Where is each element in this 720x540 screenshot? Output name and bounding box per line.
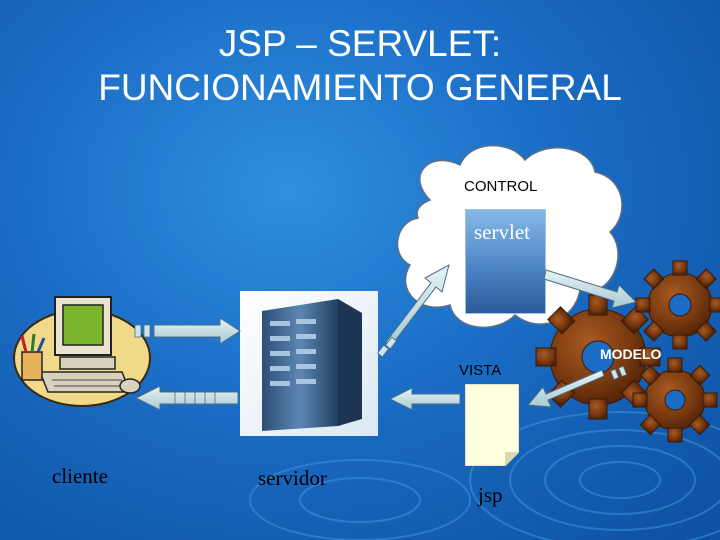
servidor-label: servidor bbox=[258, 466, 327, 490]
title-line-1: JSP – SERVLET: bbox=[218, 23, 502, 64]
arrow-icon bbox=[134, 385, 239, 411]
arrow-icon bbox=[388, 387, 461, 411]
document-icon bbox=[464, 383, 520, 467]
arrow-icon bbox=[376, 264, 450, 358]
arrow-icon bbox=[527, 365, 628, 408]
vista-label: VISTA bbox=[459, 362, 502, 379]
cliente-label: cliente bbox=[52, 464, 108, 488]
title-line-2: FUNCIONAMIENTO GENERAL bbox=[98, 67, 622, 108]
slide-title: JSP – SERVLET: FUNCIONAMIENTO GENERAL bbox=[0, 22, 720, 110]
server-icon bbox=[240, 291, 378, 436]
control-label: CONTROL bbox=[464, 178, 538, 195]
arrow-icon bbox=[543, 269, 637, 309]
servlet-label: servlet bbox=[474, 220, 530, 244]
modelo-label: MODELO bbox=[600, 346, 662, 362]
jsp-label: jsp bbox=[478, 483, 503, 507]
servlet-box bbox=[465, 209, 546, 314]
arrow-icon bbox=[134, 317, 241, 345]
